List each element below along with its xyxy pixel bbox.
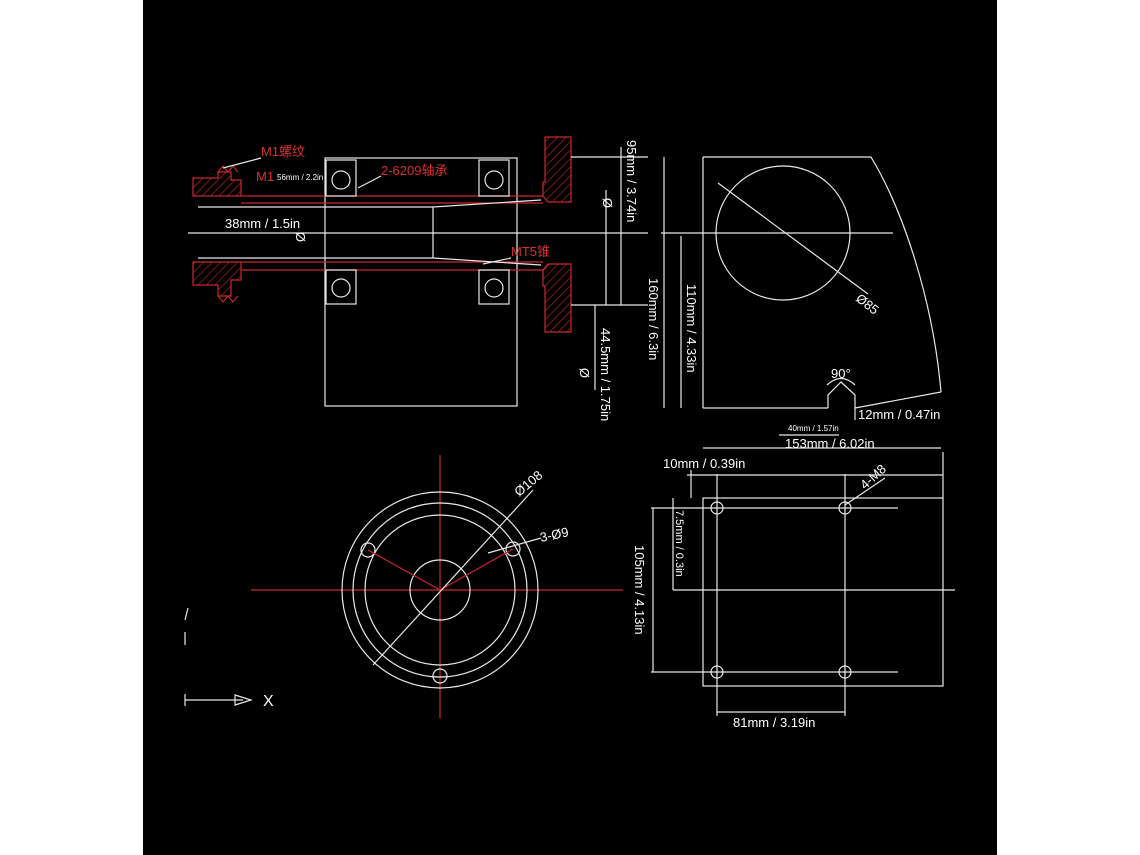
axis-x-label: X [263, 693, 274, 710]
second-circle [352, 502, 528, 678]
side-outline-curve [703, 156, 942, 393]
end-view: Ø108 3-Ø9 X [184, 455, 623, 718]
bearing-bottom-left [325, 269, 357, 305]
dim-105-label: 105mm / 4.13in [632, 545, 647, 635]
cad-drawing: M1螺纹 M1 56mm / 2.2in 2-6209轴承 38mm / 1.5… [184, 136, 955, 730]
m8-leader [844, 477, 886, 506]
m8-label: 4-M8 [857, 461, 889, 492]
side-view: Ø85 90° 160mm / 6.3in 110mm / 4.33in 40m… [646, 156, 942, 451]
bore-phi-symbol: Ø [293, 232, 308, 242]
inner-circle [409, 559, 471, 621]
thread-teeth-bottom [217, 295, 239, 303]
dim-95-label: 95mm / 3.74in [624, 140, 639, 222]
phi108-leader [372, 489, 534, 666]
taper-top [432, 199, 542, 208]
bearing-label: 2-6209轴承 [381, 163, 447, 178]
base-plate [702, 497, 944, 687]
radius-left [367, 549, 441, 591]
dim-153-label: 153mm / 6.02in [785, 436, 875, 451]
bearing-top-left [325, 159, 357, 197]
flange-top [542, 136, 572, 203]
phi85-leader [717, 182, 869, 295]
spindle-section-view: M1螺纹 M1 56mm / 2.2in 2-6209轴承 38mm / 1.5… [188, 136, 648, 421]
thread-section-top [192, 171, 242, 197]
taper-bottom [432, 257, 542, 266]
phi-b-label: Ø [577, 368, 592, 378]
phi85-label: Ø85 [853, 291, 882, 318]
m8-hole-bl [710, 665, 724, 679]
bore-circle [715, 165, 851, 301]
dim-81-label: 81mm / 3.19in [733, 715, 815, 730]
x-axis-arrow [234, 694, 254, 706]
dim-10-label: 10mm / 0.39in [663, 456, 745, 471]
m1-side-label: M1 [256, 169, 274, 184]
bolt-hole-bottom [432, 668, 448, 684]
m1-top-label: M1螺纹 [261, 144, 305, 159]
y-axis-fragment [184, 607, 189, 645]
angle-90-label: 90° [831, 366, 851, 381]
phi-a-label: Ø [600, 198, 615, 208]
bearing-leader [357, 175, 382, 189]
bearing-bottom-right [478, 269, 510, 305]
mt5-leader [482, 257, 512, 265]
dim-110-label: 110mm / 4.33in [684, 284, 699, 373]
dim-40-label: 40mm / 1.57in [788, 424, 839, 433]
angle-arc [826, 377, 856, 386]
bolt-hole-left [360, 542, 376, 558]
dim-44-label: 44.5mm / 1.75in [598, 328, 613, 421]
flange-bottom [542, 263, 572, 333]
drawing-canvas: M1螺纹 M1 56mm / 2.2in 2-6209轴承 38mm / 1.5… [143, 0, 997, 855]
v-slot [827, 381, 856, 408]
bore-dim-label: 38mm / 1.5in [225, 216, 300, 231]
m8-hole-br [838, 665, 852, 679]
third-circle [364, 514, 516, 666]
radius-right [439, 548, 514, 591]
m1-dim-label: 56mm / 2.2in [277, 173, 323, 182]
side-bottom-right [854, 391, 942, 409]
housing-block [324, 157, 518, 407]
dim-160-label: 160mm / 6.3in [646, 278, 661, 360]
outer-circle [341, 491, 539, 689]
base-plate-view: 4-M8 10mm / 0.39in 105mm / 4.13in 7.5mm … [632, 452, 955, 730]
mt5-label: MT5锥 [511, 244, 550, 259]
m8-hole-tl [710, 501, 724, 515]
m8-hole-tr [838, 501, 852, 515]
holes-label: 3-Ø9 [539, 524, 570, 545]
dim-7-5-label: 7.5mm / 0.3in [673, 510, 685, 577]
thread-teeth-top [217, 165, 239, 173]
thread-section-bottom [192, 261, 242, 297]
dim-12-label: 12mm / 0.47in [858, 407, 940, 422]
m1-leader [222, 157, 262, 169]
holes-leader [487, 537, 542, 554]
bearing-top-right [478, 159, 510, 197]
bolt-hole-right [505, 541, 521, 557]
